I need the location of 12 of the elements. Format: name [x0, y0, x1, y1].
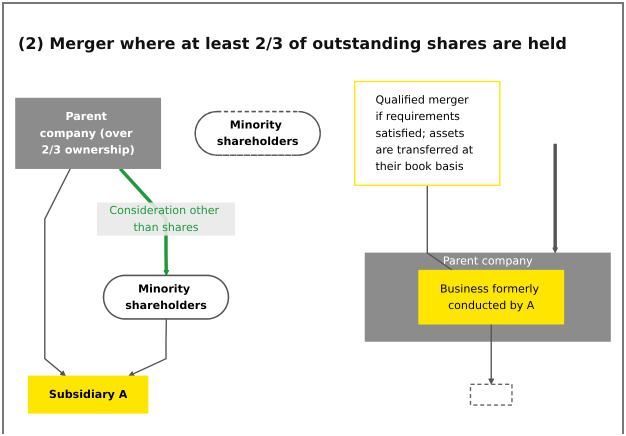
node-box: Parent company (over 2/3 ownership) [15, 97, 162, 169]
arrow [44, 168, 71, 376]
arrow [488, 324, 494, 384]
edge-label: Consideration other than shares [109, 203, 220, 234]
node-box: Business formerly conducted by A [418, 269, 564, 324]
node-box [470, 383, 513, 406]
arrow [552, 143, 558, 253]
node-box: Subsidiary A [28, 375, 148, 414]
arrow [128, 318, 168, 376]
connector [426, 184, 453, 270]
node-box: Qualified merger if requirements satisfied; assets are transferred at their book basis [354, 80, 501, 186]
diagram-title: (2) Merger where at least 2/3 of outstanding shares are held [18, 34, 567, 53]
